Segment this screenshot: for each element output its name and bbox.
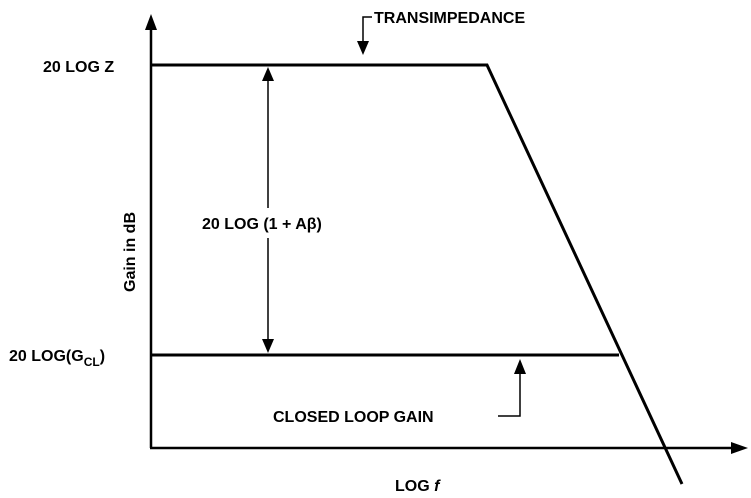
transimpedance-callout-arrowhead: [357, 41, 369, 55]
callout-transimpedance-label: TRANSIMPEDANCE: [374, 10, 525, 27]
level-high-label: 20 LOG Z: [43, 59, 114, 76]
callout-closed-loop-gain-label: CLOSED LOOP GAIN: [273, 409, 434, 426]
level-low-label: 20 LOG(GCL): [9, 348, 105, 369]
y-axis-arrowhead: [145, 14, 157, 30]
x-axis-label-variable: f: [434, 478, 441, 495]
transimpedance-callout-leader: [362, 16, 372, 42]
loop-gain-difference-label: 20 LOG (1 + Aβ): [202, 216, 322, 233]
x-axis-arrowhead: [731, 442, 748, 454]
x-axis-label-main: LOG: [395, 478, 434, 495]
closed-loop-gain-callout-leader: [498, 374, 521, 417]
closed-loop-gain-callout-arrowhead: [514, 359, 526, 374]
level-low-label-main: 20 LOG(G: [9, 348, 84, 365]
level-low-label-subscript: CL: [84, 355, 100, 369]
transimpedance-curve: [151, 63, 684, 485]
level-low-label-close: ): [100, 348, 105, 365]
loop-gain-span-arrowhead-up: [262, 67, 274, 81]
y-axis-label: Gain in dB: [122, 212, 139, 292]
loop-gain-span-arrowhead-down: [262, 339, 274, 353]
x-axis-label: LOG f: [395, 478, 441, 495]
